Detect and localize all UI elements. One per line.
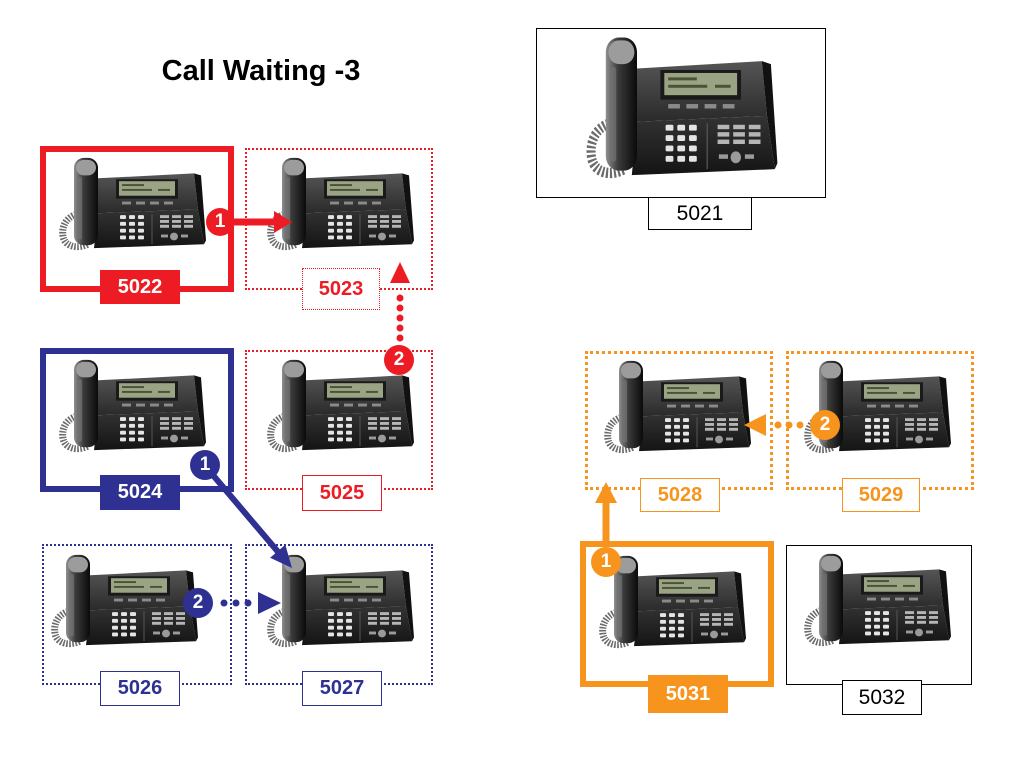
desk-phone-icon — [603, 358, 753, 455]
desk-phone-icon — [266, 155, 416, 252]
extension-label: 5028 — [640, 478, 720, 512]
station-5029: 5029 — [786, 351, 974, 512]
desk-phone-icon — [803, 358, 953, 455]
slide-title: Call Waiting -3 — [161, 55, 361, 87]
extension-label: 5027 — [302, 671, 382, 706]
desk-phone-icon — [50, 552, 200, 649]
desk-phone-icon — [803, 551, 953, 648]
station-5032: 5032 — [786, 545, 972, 715]
step-badge: 2 — [384, 345, 414, 375]
extension-label: 5024 — [100, 475, 180, 510]
desk-phone-icon — [58, 155, 208, 252]
step-badge: 2 — [810, 410, 840, 440]
station-5023: 5023 — [245, 148, 433, 310]
step-badge: 1 — [591, 547, 621, 577]
station-5022: 5022 — [40, 146, 234, 304]
extension-label: 5026 — [100, 671, 180, 706]
desk-phone-icon — [266, 552, 416, 649]
desk-phone-icon — [58, 357, 208, 454]
extension-label: 5032 — [842, 680, 922, 715]
station-5024: 5024 — [40, 348, 234, 510]
station-5031: 5031 — [580, 541, 774, 713]
extension-label: 5031 — [648, 675, 728, 713]
step-badge: 1 — [190, 450, 220, 480]
extension-label: 5025 — [302, 475, 382, 511]
station-5026: 5026 — [42, 544, 232, 706]
step-badge: 1 — [206, 208, 234, 236]
station-5028: 5028 — [585, 351, 773, 512]
desk-phone-icon — [598, 553, 748, 650]
extension-label: 5022 — [100, 270, 180, 304]
extension-label: 5023 — [302, 268, 380, 310]
station-5021: 5021 — [536, 28, 826, 230]
station-5025: 5025 — [245, 350, 433, 511]
station-5027: 5027 — [245, 544, 433, 706]
extension-label: 5029 — [842, 478, 920, 512]
extension-label: 5021 — [648, 197, 752, 230]
step-badge: 2 — [183, 588, 213, 618]
arrow-orange-step-1 — [595, 482, 617, 546]
desk-phone-icon — [585, 33, 780, 181]
